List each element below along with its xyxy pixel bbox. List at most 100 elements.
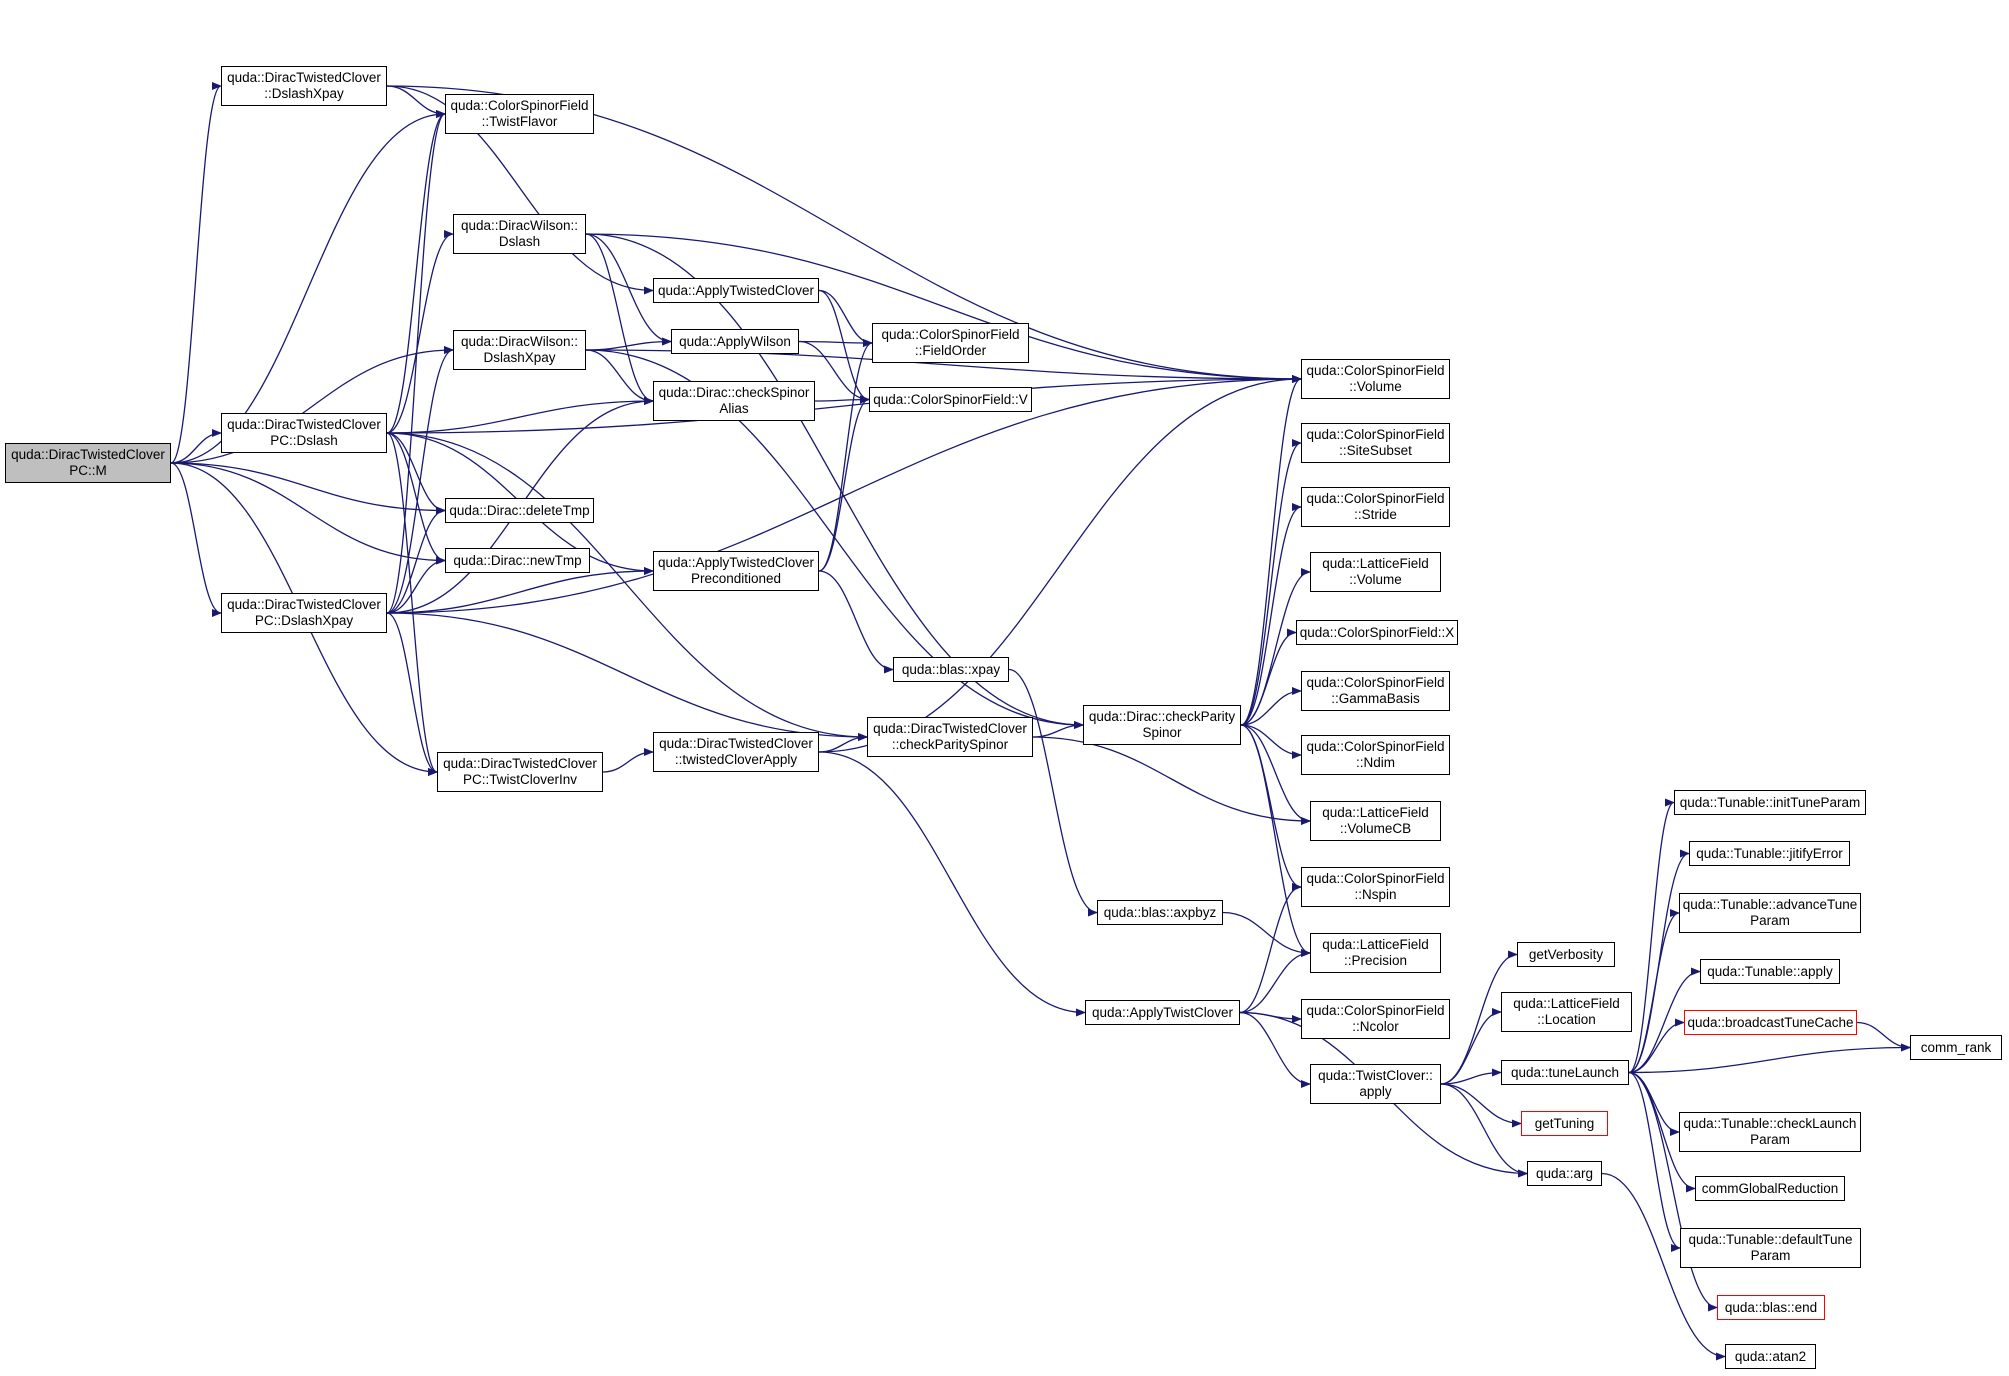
edge-applytcprecond-to-blas_xpay bbox=[818, 570, 894, 674]
node-tunable-default-tune-param[interactable]: quda::Tunable::defaultTune Param bbox=[1680, 1228, 1861, 1268]
edge-tc_twistedcloverapply-to-applytwistclover bbox=[818, 751, 1086, 1017]
node-blas-xpay[interactable]: quda::blas::xpay bbox=[893, 657, 1009, 682]
node-twist-clover-apply[interactable]: quda::TwistClover:: apply bbox=[1310, 1064, 1441, 1104]
node-color-spinor-field-stride[interactable]: quda::ColorSpinorField ::Stride bbox=[1301, 487, 1450, 527]
edge-pc_dslashxpay-to-deletetmp bbox=[386, 506, 446, 614]
node-arg[interactable]: quda::arg bbox=[1527, 1161, 1602, 1186]
node-tunable-check-launch-param[interactable]: quda::Tunable::checkLaunch Param bbox=[1679, 1112, 1861, 1152]
edge-dirac_checkparityspinor-to-lf_volumecb bbox=[1240, 724, 1311, 825]
edge-pc_dslashxpay-to-twistflavor bbox=[386, 110, 446, 614]
node-atan2[interactable]: quda::atan2 bbox=[1725, 1344, 1816, 1369]
node-lattice-field-volume-cb[interactable]: quda::LatticeField ::VolumeCB bbox=[1310, 801, 1441, 841]
node-dirac-check-parity-spinor[interactable]: quda::Dirac::checkParity Spinor bbox=[1083, 705, 1241, 745]
edge-wilson_dslash-to-csf_volume bbox=[585, 233, 1302, 383]
node-color-spinor-field-volume[interactable]: quda::ColorSpinorField ::Volume bbox=[1301, 359, 1450, 399]
edge-applytwistedclover-to-csf_v bbox=[818, 289, 870, 404]
edge-dirac_checkparityspinor-to-csf_ndim bbox=[1240, 724, 1302, 759]
edge-twistclover_apply-to-lf_location bbox=[1440, 1008, 1502, 1085]
node-tune-launch[interactable]: quda::tuneLaunch bbox=[1501, 1060, 1629, 1085]
edge-dirac_checkparityspinor-to-csf_stride bbox=[1240, 503, 1302, 726]
edge-dslashxpay_tc-to-applytwistedclover bbox=[386, 85, 654, 295]
node-tunable-apply[interactable]: quda::Tunable::apply bbox=[1700, 959, 1840, 984]
node-lattice-field-volume[interactable]: quda::LatticeField ::Volume bbox=[1310, 552, 1441, 592]
edge-pc_dslashxpay-to-applytcprecond bbox=[386, 567, 654, 614]
node-tunable-jitify-error[interactable]: quda::Tunable::jitifyError bbox=[1689, 841, 1850, 866]
edge-M-to-deletetmp bbox=[170, 462, 446, 515]
node-color-spinor-field-ncolor[interactable]: quda::ColorSpinorField ::Ncolor bbox=[1301, 999, 1450, 1039]
edge-applytcprecond-to-csf_v bbox=[818, 395, 870, 572]
node-color-spinor-field-gamma-basis[interactable]: quda::ColorSpinorField ::GammaBasis bbox=[1301, 671, 1450, 711]
node-dirac-delete-tmp[interactable]: quda::Dirac::deleteTmp bbox=[445, 498, 594, 523]
node-tunable-advance-tune-param[interactable]: quda::Tunable::advanceTune Param bbox=[1679, 893, 1861, 933]
node-broadcast-tune-cache[interactable]: quda::broadcastTuneCache bbox=[1684, 1010, 1857, 1035]
node-dirac-twisted-clover-check-parity-spinor[interactable]: quda::DiracTwistedClover ::checkParitySp… bbox=[867, 717, 1033, 757]
edge-checkspinoralias-to-csf_v bbox=[814, 395, 870, 404]
node-dirac-wilson-dslash[interactable]: quda::DiracWilson:: Dslash bbox=[453, 214, 586, 254]
node-lattice-field-precision[interactable]: quda::LatticeField ::Precision bbox=[1310, 933, 1441, 973]
edge-tc_twistedcloverapply-to-csf_volume bbox=[818, 375, 1302, 753]
edge-pc_dslashxpay-to-pc_twistcloverinv bbox=[386, 612, 438, 776]
edge-twistclover_apply-to-quda_arg bbox=[1440, 1083, 1528, 1178]
edge-tunelaunch-to-advancetuneparam bbox=[1628, 909, 1680, 1074]
edge-dirac_checkparityspinor-to-lf_volume bbox=[1240, 568, 1311, 726]
edge-dirac_checkparityspinor-to-csf_x bbox=[1240, 628, 1297, 726]
node-color-spinor-field-ndim[interactable]: quda::ColorSpinorField ::Ndim bbox=[1301, 735, 1450, 775]
node-apply-twist-clover[interactable]: quda::ApplyTwistClover bbox=[1085, 1000, 1240, 1025]
edge-pc_dslashxpay-to-tc_checkparityspinor bbox=[386, 612, 868, 741]
node-dirac-check-spinor-alias[interactable]: quda::Dirac::checkSpinor Alias bbox=[653, 381, 815, 421]
edge-applywilson-to-fieldorder bbox=[798, 338, 873, 347]
node-blas-axpbyz[interactable]: quda::blas::axpbyz bbox=[1097, 900, 1223, 925]
node-apply-wilson[interactable]: quda::ApplyWilson bbox=[671, 329, 799, 354]
node-get-verbosity[interactable]: getVerbosity bbox=[1517, 942, 1615, 967]
node-dirac-twisted-clover-pc-m: quda::DiracTwistedClover PC::M bbox=[5, 443, 171, 483]
edge-dirac_checkparityspinor-to-csf_sitesubset bbox=[1240, 439, 1302, 726]
edge-pc_dslash-to-newtmp bbox=[386, 432, 446, 565]
node-color-spinor-field-nspin[interactable]: quda::ColorSpinorField ::Nspin bbox=[1301, 867, 1450, 907]
edge-tunelaunch-to-blas_end bbox=[1628, 1071, 1718, 1312]
edge-M-to-pc_dslash bbox=[170, 429, 222, 464]
node-dirac-new-tmp[interactable]: quda::Dirac::newTmp bbox=[445, 548, 590, 573]
node-color-spinor-field-field-order[interactable]: quda::ColorSpinorField ::FieldOrder bbox=[872, 323, 1029, 363]
node-apply-twisted-clover-preconditioned[interactable]: quda::ApplyTwistedClover Preconditioned bbox=[653, 551, 819, 591]
edge-pc_twistcloverinv-to-tc_twistedcloverapply bbox=[602, 748, 654, 773]
edge-tunelaunch-to-defaulttuneparam bbox=[1628, 1071, 1681, 1252]
edge-applytcprecond-to-fieldorder bbox=[818, 339, 873, 572]
edge-tunelaunch-to-tunable_apply bbox=[1628, 967, 1701, 1074]
edge-applytwistclover-to-csf_nspin bbox=[1239, 883, 1302, 1014]
node-color-spinor-field-site-subset[interactable]: quda::ColorSpinorField ::SiteSubset bbox=[1301, 423, 1450, 463]
node-dirac-twisted-clover-twisted-clover-apply[interactable]: quda::DiracTwistedClover ::twistedClover… bbox=[653, 732, 819, 772]
node-dirac-wilson-dslash-xpay[interactable]: quda::DiracWilson:: DslashXpay bbox=[453, 330, 586, 370]
edge-dirac_checkparityspinor-to-csf_gammabasis bbox=[1240, 687, 1302, 726]
edge-pc_dslash-to-pc_twistcloverinv bbox=[386, 432, 438, 776]
node-comm-rank[interactable]: comm_rank bbox=[1910, 1035, 2002, 1060]
node-dirac-twisted-clover-dslash-xpay[interactable]: quda::DiracTwistedClover ::DslashXpay bbox=[221, 66, 387, 106]
edge-pc_dslashxpay-to-wilson_dslashxpay bbox=[386, 346, 454, 614]
edge-twistclover_apply-to-tunelaunch bbox=[1440, 1068, 1502, 1085]
edge-blas_axpbyz-to-lf_precision bbox=[1222, 911, 1311, 957]
edge-M-to-dslashxpay_tc bbox=[170, 82, 222, 464]
node-tunable-init-tune-param[interactable]: quda::Tunable::initTuneParam bbox=[1674, 790, 1866, 815]
node-color-spinor-field-twist-flavor[interactable]: quda::ColorSpinorField ::TwistFlavor bbox=[445, 94, 594, 134]
node-dirac-twisted-clover-pc-dslash-xpay[interactable]: quda::DiracTwistedClover PC::DslashXpay bbox=[221, 593, 387, 633]
node-color-spinor-field-v[interactable]: quda::ColorSpinorField::V bbox=[869, 387, 1032, 412]
edge-tunelaunch-to-inittuneparam bbox=[1628, 798, 1675, 1074]
edge-dirac_checkparityspinor-to-csf_nspin bbox=[1240, 724, 1302, 891]
node-comm-global-reduction[interactable]: commGlobalReduction bbox=[1695, 1176, 1845, 1201]
edge-pc_dslash-to-checkspinoralias bbox=[386, 397, 654, 434]
node-apply-twisted-clover[interactable]: quda::ApplyTwistedClover bbox=[653, 278, 819, 303]
node-color-spinor-field-x[interactable]: quda::ColorSpinorField::X bbox=[1296, 620, 1458, 645]
node-blas-end[interactable]: quda::blas::end bbox=[1717, 1295, 1825, 1320]
node-dirac-twisted-clover-pc-dslash[interactable]: quda::DiracTwistedClover PC::Dslash bbox=[221, 413, 387, 453]
edge-wilson_dslashxpay-to-applywilson bbox=[585, 337, 672, 351]
node-get-tuning[interactable]: getTuning bbox=[1521, 1111, 1608, 1136]
edge-dirac_checkparityspinor-to-lf_precision bbox=[1240, 724, 1311, 957]
node-lattice-field-location[interactable]: quda::LatticeField ::Location bbox=[1501, 992, 1632, 1032]
edge-wilson_dslash-to-applywilson bbox=[585, 233, 672, 346]
edge-dirac_checkparityspinor-to-csf_volume bbox=[1240, 375, 1302, 726]
edge-pc_dslash-to-wilson_dslash bbox=[386, 230, 454, 434]
node-dirac-twisted-clover-pc-twist-clover-inv[interactable]: quda::DiracTwistedClover PC::TwistClover… bbox=[437, 752, 603, 792]
edge-wilson_dslash-to-checkspinoralias bbox=[585, 233, 654, 405]
edge-blas_xpay-to-blas_axpbyz bbox=[1008, 668, 1098, 917]
